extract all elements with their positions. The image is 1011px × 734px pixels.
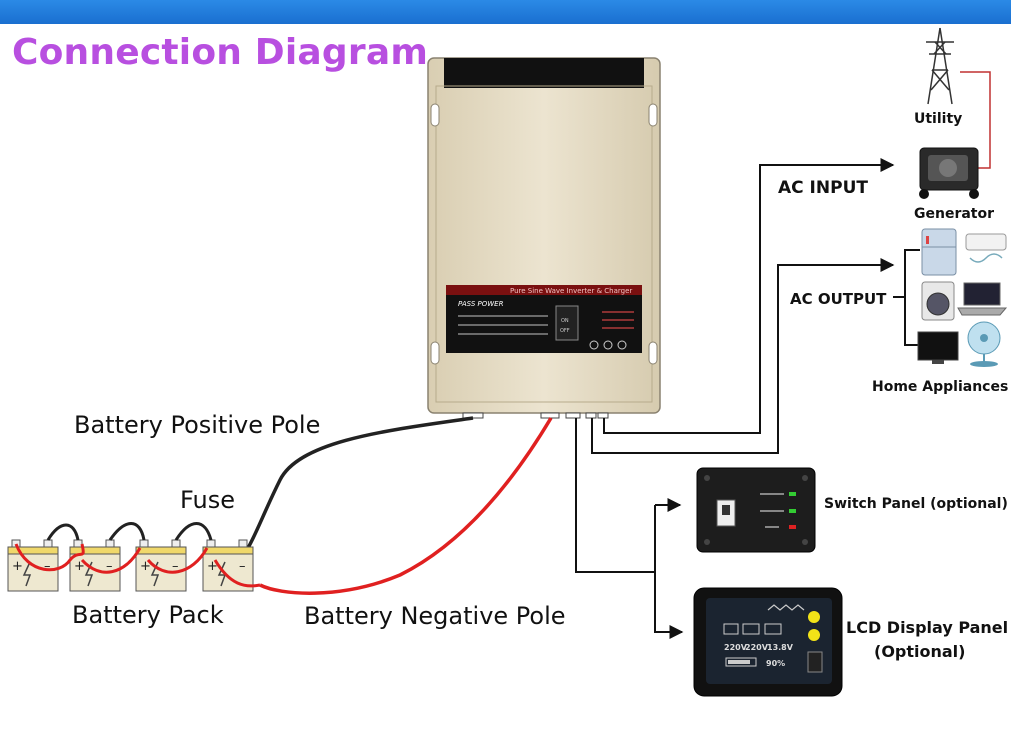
ac-input-label: AC INPUT [778,178,868,198]
battery-negative-label: Battery Negative Pole [304,602,566,630]
utility-generator-link [960,71,991,169]
svg-text:–: – [106,559,113,574]
air-conditioner-icon [965,233,1007,263]
lcd-power-switch[interactable] [807,651,823,673]
lcd-voltage-2: 220V [745,643,769,652]
svg-text:–: – [239,559,246,574]
lcd-panel-label-optional: (Optional) [874,642,965,661]
home-appliances-label: Home Appliances [872,379,1008,395]
battery-pack: + – + – + – + – [7,522,261,592]
utility-label: Utility [914,111,962,127]
battery-cell: + – [202,539,254,592]
switch-panel [696,467,816,553]
svg-text:+: + [140,559,151,574]
washing-machine-icon [921,281,955,321]
inverter-switch-on: ON [561,318,569,324]
inverter-product-name: Pure Sine Wave Inverter & Charger [510,287,632,295]
battery-positive-label: Battery Positive Pole [74,411,320,439]
lcd-display-panel: 220V 220V 13.8V 90% [693,587,843,697]
utility-tower-icon [926,27,954,105]
svg-text:–: – [172,559,179,574]
switch-panel-label: Switch Panel (optional) [824,496,1008,512]
battery-pack-label: Battery Pack [72,601,224,629]
lcd-voltage-3: 13.8V [767,643,794,652]
top-banner [0,0,1011,24]
svg-text:+: + [12,559,23,574]
laptop-icon [957,282,1008,316]
inverter-switch-off: OFF [560,328,570,334]
svg-text:+: + [74,559,85,574]
ac-output-label: AC OUTPUT [790,290,887,308]
battery-cell: + – [135,539,187,592]
generator-label: Generator [914,206,994,222]
fuse-label: Fuse [180,486,235,514]
inverter-label-plate: PASS POWER Pure Sine Wave Inverter & Cha… [446,285,642,353]
ac-wiring [575,158,920,639]
diagram-title: Connection Diagram [12,32,429,73]
refrigerator-icon [921,228,957,276]
lcd-battery-percent: 90% [766,659,785,668]
lcd-panel-label: LCD Display Panel [846,618,1008,637]
generator-icon [919,147,979,199]
television-icon [917,331,959,364]
positive-wire [246,416,474,549]
battery-cell: + – [69,539,121,592]
lcd-voltage-1: 220V [724,643,748,652]
inverter-brand: PASS POWER [458,300,504,308]
fan-icon [967,321,1001,367]
svg-text:+: + [207,559,218,574]
inverter-unit: PASS POWER Pure Sine Wave Inverter & Cha… [427,57,661,419]
negative-wire [259,417,553,595]
svg-text:–: – [44,559,51,574]
